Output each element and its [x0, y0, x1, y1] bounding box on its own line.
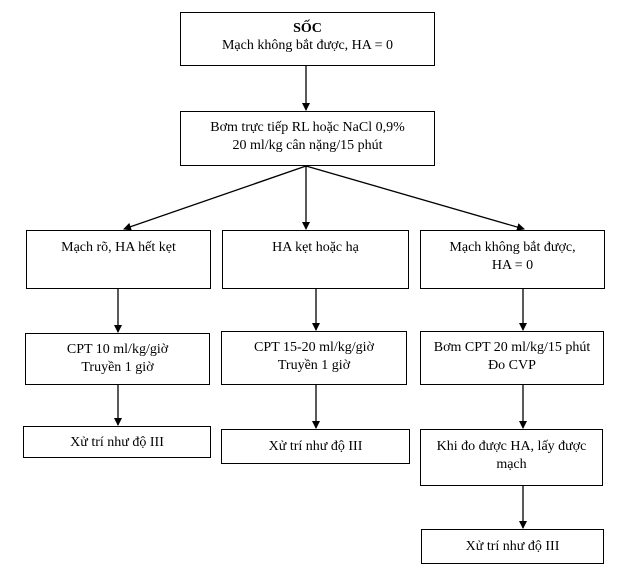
left-result-text: Xử trí như độ III: [70, 435, 164, 450]
bolus-line-1: Bơm trực tiếp RL hoặc NaCl 0,9%: [210, 120, 405, 135]
arrow-bolus-to-left: [123, 165, 307, 231]
bolus-line-2: 20 ml/kg cân nặng/15 phút: [232, 138, 383, 153]
mid-infusion-line-2: Truyền 1 giờ: [277, 358, 351, 373]
bolus-box: Bơm trực tiếp RL hoặc NaCl 0,9% 20 ml/kg…: [180, 111, 435, 166]
right-check-line-2: mạch: [496, 457, 527, 472]
right-infusion-line-1: Bơm CPT 20 ml/kg/15 phút: [433, 340, 591, 355]
right-check-box: Khi đo được HA, lấy được mạch: [420, 429, 603, 486]
left-infusion-line-1: CPT 10 ml/kg/giờ: [66, 342, 169, 357]
right-check-line-1: Khi đo được HA, lấy được: [436, 439, 587, 454]
right-infusion-line-2: Đo CVP: [488, 358, 536, 373]
left-result-box: Xử trí như độ III: [23, 426, 211, 458]
right-condition-line-2: HA = 0: [491, 258, 534, 273]
right-condition-box: Mạch không bắt được, HA = 0: [420, 230, 605, 289]
shock-description: Mạch không bắt được, HA = 0: [221, 38, 394, 53]
right-result-box: Xử trí như độ III: [421, 529, 604, 564]
left-condition-box: Mạch rõ, HA hết kẹt: [26, 230, 211, 289]
left-condition-text: Mạch rõ, HA hết kẹt: [61, 240, 176, 255]
mid-condition-box: HA kẹt hoặc hạ: [222, 230, 409, 289]
right-condition-line-1: Mạch không bắt được,: [449, 240, 576, 255]
arrow-bolus-to-right: [305, 165, 525, 231]
right-infusion-box: Bơm CPT 20 ml/kg/15 phút Đo CVP: [420, 331, 604, 385]
left-infusion-line-2: Truyền 1 giờ: [81, 360, 154, 375]
mid-infusion-box: CPT 15-20 ml/kg/giờ Truyền 1 giờ: [221, 331, 407, 385]
mid-result-text: Xử trí như độ III: [268, 439, 363, 454]
mid-result-box: Xử trí như độ III: [221, 429, 410, 464]
mid-condition-text: HA kẹt hoặc hạ: [272, 240, 359, 255]
mid-infusion-line-1: CPT 15-20 ml/kg/giờ: [254, 340, 374, 355]
right-result-text: Xử trí như độ III: [465, 539, 560, 554]
left-infusion-box: CPT 10 ml/kg/giờ Truyền 1 giờ: [25, 333, 210, 385]
shock-box: SỐC Mạch không bắt được, HA = 0: [180, 12, 435, 66]
shock-title: SỐC: [293, 21, 322, 36]
